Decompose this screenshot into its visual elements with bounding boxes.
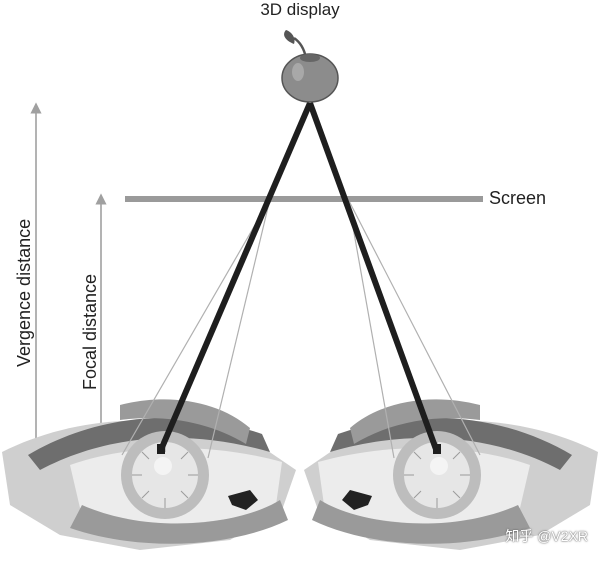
screen-label: Screen xyxy=(489,188,547,208)
vergence-distance-label: Vergence distance xyxy=(14,218,34,367)
focal-rays xyxy=(121,198,481,459)
left-eye-icon xyxy=(2,399,296,550)
focal-distance-label: Focal distance xyxy=(80,273,100,390)
watermark: 知乎 @V2XR xyxy=(505,528,588,544)
apple-icon xyxy=(281,30,339,103)
left-fixation-mark xyxy=(157,444,165,454)
right-eye-icon xyxy=(304,399,598,550)
display-title: 3D display xyxy=(260,0,340,19)
right-fixation-mark xyxy=(433,444,441,454)
screen-plane xyxy=(125,196,483,202)
vergence-lines xyxy=(157,101,440,454)
